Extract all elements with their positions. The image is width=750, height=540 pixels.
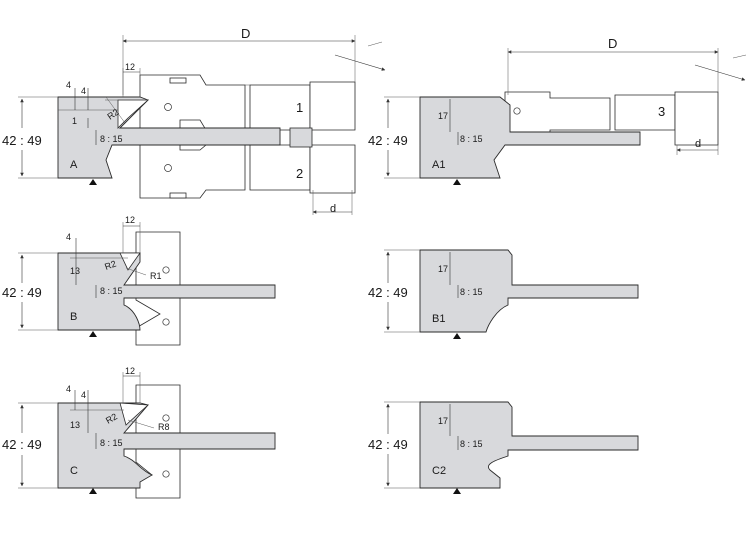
label-c2: C2: [432, 465, 446, 477]
dim-r1: R1: [150, 271, 162, 281]
panel-c2: [384, 401, 639, 494]
panel-a1-labels: D d 42 : 49 17 8 : 15 A1 3: [368, 36, 701, 171]
label-a: A: [70, 159, 78, 171]
dim-13-c: 13: [70, 420, 80, 430]
dim-slot-b1: 8 : 15: [460, 287, 483, 297]
dim-small-d: d: [330, 203, 336, 215]
dim-height-a1: 42 : 49: [368, 133, 408, 148]
dim-12-c: 12: [125, 366, 135, 376]
panel-b1: [384, 249, 639, 339]
dim-slot-c2: 8 : 15: [460, 439, 483, 449]
label-c: C: [70, 465, 78, 477]
profile-c: [57, 402, 276, 489]
profile-b1: [419, 249, 639, 333]
dim-d-upper: D: [241, 26, 250, 41]
panel-c: [18, 372, 276, 499]
panel-b1-labels: 42 : 49 17 8 : 15 B1: [368, 264, 483, 325]
spacer-insert: [289, 127, 313, 148]
panel-c-labels: 12 42 : 49 4 4 13 8 : 15 R2 R8 C: [2, 366, 170, 477]
dim-12-b: 12: [125, 215, 135, 225]
dim-slot-c: 8 : 15: [100, 438, 123, 448]
panel-a1: [384, 48, 747, 185]
cutter-body-2: [139, 144, 246, 199]
dim-r2-b: R2: [103, 259, 117, 272]
profile-c2: [419, 401, 639, 489]
dim-r8: R8: [158, 422, 170, 432]
label-b1: B1: [432, 313, 445, 325]
dim-17-a1: 17: [438, 111, 448, 121]
panel-b-labels: 12 42 : 49 4 13 8 : 15 R2 R1 B: [2, 215, 162, 323]
dim-12: 12: [125, 62, 135, 72]
dim-r2-c: R2: [104, 411, 119, 425]
dim-height-c2: 42 : 49: [368, 437, 408, 452]
label-a1: A1: [432, 159, 445, 171]
dim-17-c2: 17: [438, 416, 448, 426]
tool-1: 1: [296, 100, 303, 115]
dim-17-b1: 17: [438, 264, 448, 274]
panel-c2-labels: 42 : 49 17 8 : 15 C2: [368, 416, 483, 477]
cutter-body-1: [139, 74, 246, 131]
profile-a1: [419, 96, 641, 179]
dim-slot-b: 8 : 15: [100, 286, 123, 296]
tool-3: 3: [658, 104, 665, 119]
dim-slot-a1: 8 : 15: [460, 134, 483, 144]
profile-b: [57, 252, 276, 331]
dim-height-b1: 42 : 49: [368, 285, 408, 300]
panel-b: [18, 222, 276, 346]
panel-a-labels: D d 12 42 : 49 4 4 1 8 : 15 R2 A 1 2: [2, 26, 336, 215]
dim-slot: 8 : 15: [100, 134, 123, 144]
dim-4c-b: 4: [81, 390, 86, 400]
tool-2: 2: [296, 166, 303, 181]
dim-4-b: 4: [66, 232, 71, 242]
dim-4-c: 4: [66, 384, 71, 394]
dim-d-right: D: [608, 36, 617, 51]
dim-small-d-right: d: [695, 138, 701, 150]
dim-4b: 4: [81, 86, 86, 96]
dim-height-b: 42 : 49: [2, 285, 42, 300]
dim-height-c: 42 : 49: [2, 437, 42, 452]
panel-a: [18, 35, 386, 215]
dim-1: 1: [72, 116, 77, 126]
label-b: B: [70, 311, 77, 323]
dim-13-b: 13: [70, 266, 80, 276]
dim-height: 42 : 49: [2, 133, 42, 148]
dim-4: 4: [66, 80, 71, 90]
